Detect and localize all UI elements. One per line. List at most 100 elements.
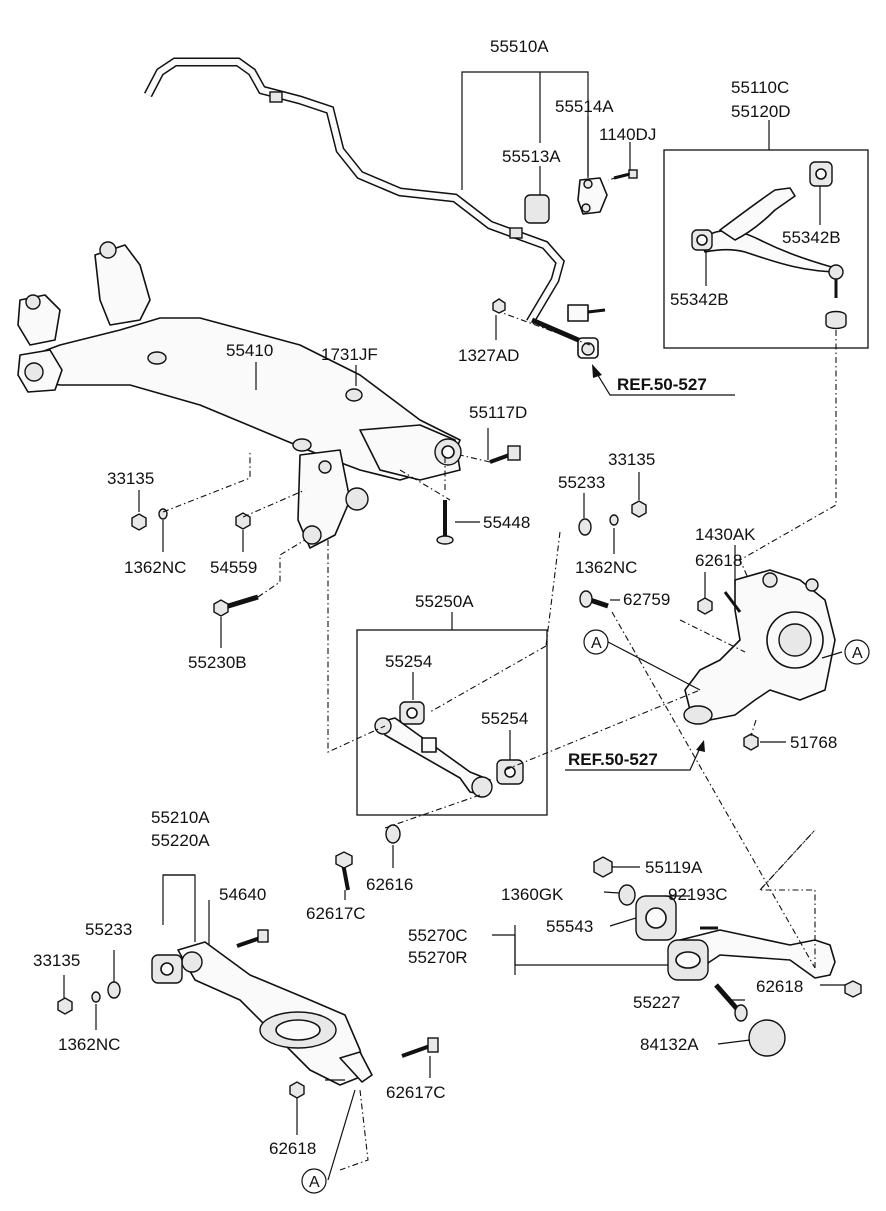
part-labels: 55510A 55514A 1140DJ 55513A 55110C 55120… — [33, 37, 841, 1158]
label-1731JF: 1731JF — [321, 345, 378, 364]
subframe-plug — [345, 388, 363, 402]
stabilizer-bracket — [577, 177, 608, 215]
label-54559: 54559 — [210, 558, 257, 577]
nut-33135-left — [131, 513, 147, 531]
label-55270C: 55270C — [408, 926, 468, 945]
bolt-62617C-lower — [401, 1037, 439, 1058]
bolt-54640 — [236, 929, 269, 948]
label-62616: 62616 — [366, 875, 413, 894]
stabilizer-link — [531, 304, 606, 359]
marker-labels: A A A — [309, 635, 863, 1191]
label-55514A: 55514A — [555, 97, 614, 116]
label-55233-lower: 55233 — [85, 920, 132, 939]
label-1362NC-left: 1362NC — [124, 558, 186, 577]
nut-55119A — [593, 856, 613, 878]
ref-arrow-top — [592, 364, 735, 396]
lateral-link-box — [356, 629, 548, 816]
rear-knuckle — [683, 569, 836, 725]
marker-circle-a-right — [844, 639, 870, 665]
label-1140DJ: 1140DJ — [599, 125, 656, 144]
upper-arm-box — [663, 149, 869, 349]
label-62617C-mid: 62617C — [306, 904, 366, 923]
stabilizer-bushing — [524, 194, 550, 224]
nut-51768 — [743, 733, 759, 751]
label-55513A: 55513A — [502, 147, 561, 166]
label-33135-left: 33135 — [107, 469, 154, 488]
label-55410: 55410 — [226, 341, 273, 360]
label-1360GK: 1360GK — [501, 885, 564, 904]
bolt-62617C-mid — [335, 851, 353, 891]
label-55342B-right: 55342B — [782, 228, 841, 247]
bolt-55117D — [489, 445, 521, 464]
bolt-55230B — [213, 594, 259, 617]
label-55120D: 55120D — [731, 102, 791, 121]
cap-84132A — [748, 1019, 786, 1057]
bolt-62759 — [579, 590, 609, 609]
label-55230B: 55230B — [188, 653, 247, 672]
nut-54559 — [235, 512, 251, 530]
ref-label-top: REF.50-527 — [617, 375, 707, 394]
label-55250A: 55250A — [415, 592, 474, 611]
label-84132A: 84132A — [640, 1035, 699, 1054]
label-55448: 55448 — [483, 513, 530, 532]
label-55342B-left: 55342B — [670, 290, 729, 309]
nut-33135-lower — [57, 997, 73, 1015]
label-55270R: 55270R — [408, 948, 468, 967]
label-51768: 51768 — [790, 733, 837, 752]
nut-62618-trailing — [844, 980, 862, 998]
label-55210A: 55210A — [151, 808, 210, 827]
label-1362NC-lower: 1362NC — [58, 1035, 120, 1054]
label-55119A: 55119A — [645, 858, 703, 877]
label-92193C: 92193C — [668, 885, 728, 904]
label-55227: 55227 — [633, 993, 680, 1012]
label-1327AD: 1327AD — [458, 346, 519, 365]
washer-1362NC-mid — [609, 514, 619, 526]
stabilizer-bar — [144, 57, 565, 325]
marker-circle-a-left — [583, 629, 609, 655]
nut-33135-mid — [631, 500, 647, 518]
marker-a-bottom-text: A — [309, 1174, 320, 1191]
bolt-1430AK — [723, 591, 742, 613]
bolt-55227 — [714, 983, 748, 1022]
lower-control-arm — [151, 941, 373, 1086]
bracket-bolt — [613, 169, 638, 180]
label-55233-mid: 55233 — [558, 473, 605, 492]
marker-a-left-text: A — [591, 635, 602, 652]
label-55254-upper: 55254 — [385, 652, 432, 671]
label-33135-lower: 33135 — [33, 951, 80, 970]
label-62618-lower: 62618 — [269, 1139, 316, 1158]
label-62617C-lower: 62617C — [386, 1083, 446, 1102]
trailing-arm — [635, 895, 836, 981]
washer-1362NC-lower — [91, 991, 101, 1003]
label-1362NC-mid: 1362NC — [575, 558, 637, 577]
label-55110C: 55110C — [731, 78, 789, 97]
ref-arrow-mid — [565, 740, 705, 771]
bolt-55448 — [436, 500, 454, 545]
nut-62618-knuckle — [697, 597, 713, 615]
label-33135-mid: 33135 — [608, 450, 655, 469]
spacer-55233 — [578, 518, 592, 536]
marker-circle-a-bottom — [301, 1168, 327, 1194]
label-55117D: 55117D — [469, 403, 527, 422]
label-54640: 54640 — [219, 885, 266, 904]
washer-62616 — [385, 824, 401, 844]
label-55254-lower: 55254 — [481, 709, 528, 728]
washer-1360GK — [618, 884, 636, 906]
label-55510A: 55510A — [490, 37, 549, 56]
label-62759: 62759 — [623, 590, 670, 609]
label-1430AK: 1430AK — [695, 525, 756, 544]
crossmember-subframe — [17, 241, 462, 549]
link-nut — [492, 298, 506, 314]
label-55220A: 55220A — [151, 831, 210, 850]
label-55543: 55543 — [546, 917, 593, 936]
reference-labels: REF.50-527 REF.50-527 — [568, 375, 707, 769]
label-62618-knuckle: 62618 — [695, 551, 742, 570]
nut-62618-lower — [289, 1081, 305, 1099]
leader-lines — [63, 71, 845, 1181]
dashed-center-lines — [162, 173, 837, 1171]
marker-a-right-text: A — [852, 645, 863, 662]
spacer-55233-lower — [107, 981, 121, 999]
label-62618-trailing: 62618 — [756, 977, 803, 996]
ref-label-mid: REF.50-527 — [568, 750, 658, 769]
